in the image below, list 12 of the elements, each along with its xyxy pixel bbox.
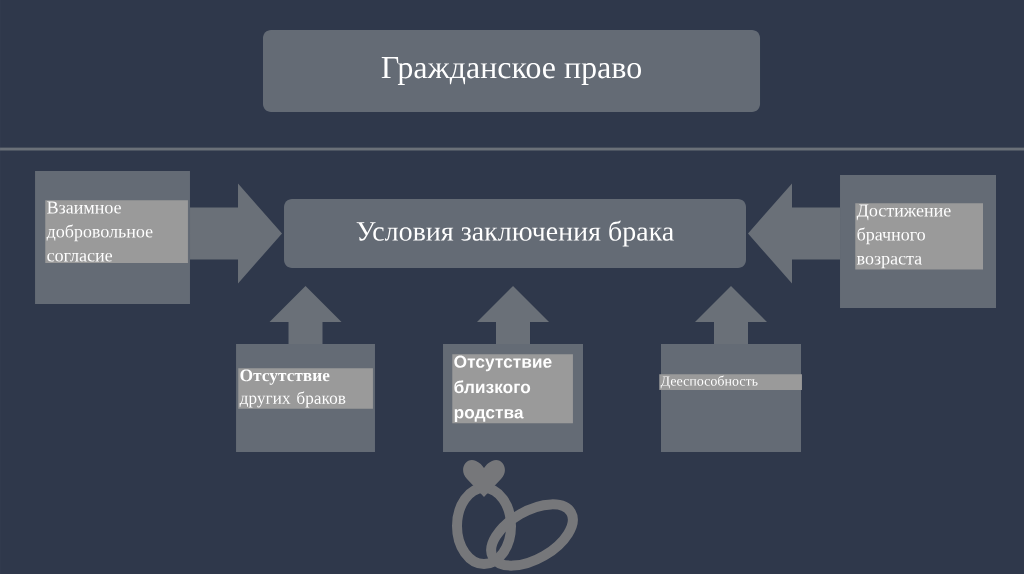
block-arrow bbox=[190, 183, 282, 284]
process-box: Условия заключения брака bbox=[284, 198, 746, 269]
block-arrow bbox=[748, 183, 840, 284]
condition-box: Отсутствие других браков bbox=[236, 344, 375, 452]
condition-box: Дееспособность bbox=[659, 344, 802, 452]
condition-box: Взаимное добровольное согласие bbox=[35, 170, 190, 305]
block-arrow bbox=[477, 286, 549, 344]
block-arrow bbox=[695, 286, 767, 344]
block-arrow bbox=[269, 286, 342, 344]
condition-box: Отсутствие близкого родства bbox=[443, 344, 583, 452]
title-box: Гражданское право bbox=[263, 30, 761, 112]
condition-box: Достижение брачного возраста bbox=[840, 174, 996, 309]
